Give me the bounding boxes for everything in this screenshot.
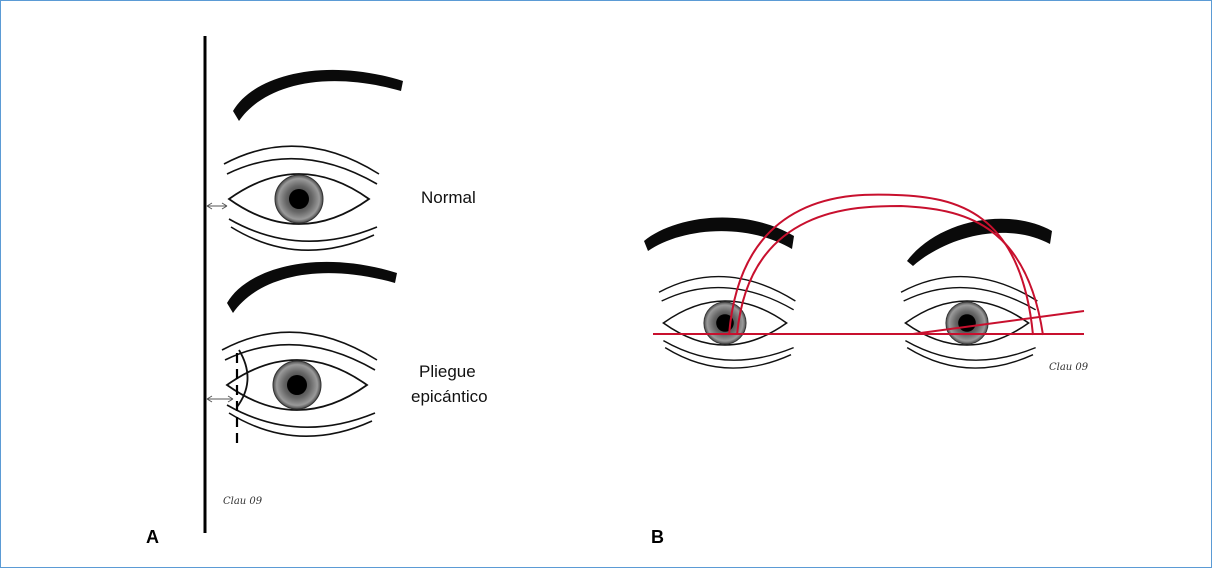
signature-a: Clau 09: [223, 496, 263, 507]
eye-icon: [901, 277, 1037, 369]
panel-label-b: B: [651, 527, 664, 547]
label-normal: Normal: [421, 188, 476, 207]
double-arrow-icon: [207, 203, 227, 209]
signature-b: Clau 09: [1049, 362, 1089, 373]
eyebrow-icon: [233, 70, 403, 121]
label-fold-line1: Pliegue: [419, 362, 476, 381]
eye-icon: [224, 146, 379, 250]
panel-b: Clau 09 B: [644, 195, 1089, 547]
panel-a: Normal Pliegue epicántico Clau 09 A: [146, 36, 488, 547]
eyebrow-icon: [227, 262, 397, 313]
eyebrow-icon: [644, 217, 794, 251]
eye-icon: [659, 277, 795, 369]
eye-icon: [222, 332, 377, 436]
panel-label-a: A: [146, 527, 159, 547]
eyebrow-icon: [907, 219, 1052, 266]
label-fold-line2: epicántico: [411, 387, 488, 406]
double-arrow-icon: [207, 396, 233, 402]
